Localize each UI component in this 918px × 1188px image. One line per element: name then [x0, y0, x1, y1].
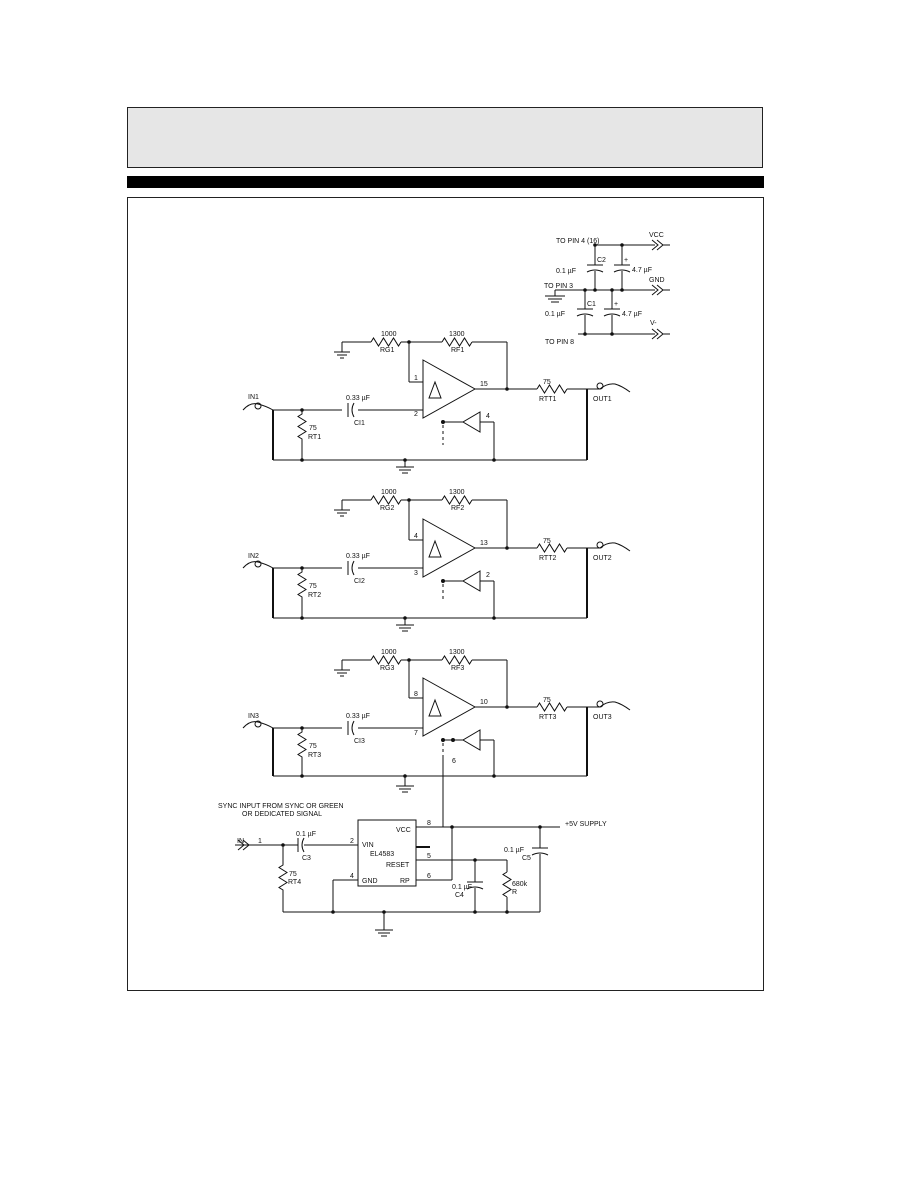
- ch1-ro-value: 75: [543, 379, 551, 386]
- supply-pin3-label: TO PIN 3: [544, 283, 573, 290]
- supply-section: [545, 239, 670, 340]
- ch3-rg-value: 1000: [381, 649, 397, 656]
- ch1-rt-value: 75: [309, 425, 317, 432]
- sync-pin-rp: 6: [427, 873, 431, 880]
- ch1-in-label: IN1: [248, 394, 259, 401]
- sync-in-label: IN: [237, 838, 244, 845]
- ch2-ro-value: 75: [543, 538, 551, 545]
- sync-pin-reset: 5: [427, 853, 431, 860]
- ch1-pin-out: 15: [480, 381, 488, 388]
- sync-pin-gnd: 4: [350, 873, 354, 880]
- channel-3: [242, 655, 631, 793]
- ch1-rg-value: 1000: [381, 331, 397, 338]
- ch2-pin-inv: 4: [414, 533, 418, 540]
- sync-ic-vin: VIN: [362, 842, 374, 849]
- ch3-ro-ref: RTT3: [539, 714, 556, 721]
- supply-plus-mark-bottom: +: [614, 301, 618, 308]
- ch3-cap-value: 0.33 µF: [346, 713, 370, 720]
- sync-r-ref: R: [512, 889, 517, 896]
- ch1-pin-inv: 1: [414, 375, 418, 382]
- supply-c2-ref: C2: [597, 257, 606, 264]
- sync-ic-name: EL4583: [370, 851, 394, 858]
- sync-ic-reset: RESET: [386, 862, 410, 869]
- ch3-in-label: IN3: [248, 713, 259, 720]
- ch1-pin-ctl: 4: [486, 413, 490, 420]
- supply-vneg-label: V-: [650, 320, 657, 327]
- ch3-pin-out: 10: [480, 699, 488, 706]
- ch2-out-label: OUT2: [593, 555, 612, 562]
- supply-c1-elec-value: 4.7 µF: [622, 311, 642, 318]
- ch1-cap-ref: CI1: [354, 420, 365, 427]
- sync-cap-value: 0.1 µF: [296, 831, 316, 838]
- supply-plus-mark-top: +: [624, 257, 628, 264]
- ch3-pin-noninv: 7: [414, 730, 418, 737]
- ch2-rg-ref: RG2: [380, 505, 395, 512]
- supply-c2-value: 0.1 µF: [556, 268, 576, 275]
- supply-c1-value: 0.1 µF: [545, 311, 565, 318]
- ch3-rg-ref: RG3: [380, 665, 395, 672]
- sync-pin-vcc: 8: [427, 820, 431, 827]
- header-bar: [127, 176, 764, 188]
- ch2-rt-value: 75: [309, 583, 317, 590]
- ch3-out-label: OUT3: [593, 714, 612, 721]
- ch3-rt-value: 75: [309, 743, 317, 750]
- supply-pin4-label: TO PIN 4 (16): [556, 238, 599, 245]
- ch1-rg-ref: RG1: [380, 347, 395, 354]
- ch3-rf-ref: RF3: [451, 665, 464, 672]
- sync-c5-ref: C5: [522, 855, 531, 862]
- supply-c1-ref: C1: [587, 301, 596, 308]
- ch1-out-label: OUT1: [593, 396, 612, 403]
- channel-1: [242, 337, 631, 474]
- sync-r-value: 680k: [512, 881, 528, 888]
- sync-note-line2: OR DEDICATED SIGNAL: [242, 811, 322, 818]
- sync-pin-vin: 2: [350, 838, 354, 845]
- ch1-ro-ref: RTT1: [539, 396, 556, 403]
- sync-rt-value: 75: [289, 871, 297, 878]
- sync-note-line1: SYNC INPUT FROM SYNC OR GREEN: [218, 803, 344, 810]
- supply-gnd-label: GND: [649, 277, 665, 284]
- ch3-rf-value: 1300: [449, 649, 465, 656]
- sync-c5-value: 0.1 µF: [504, 847, 524, 854]
- sync-ic-gnd: GND: [362, 878, 378, 885]
- ch1-pin-noninv: 2: [414, 411, 418, 418]
- header-box: [127, 107, 763, 168]
- ch2-rf-ref: RF2: [451, 505, 464, 512]
- sync-c4-value: 0.1 µF: [452, 884, 472, 891]
- sync-c4-ref: C4: [455, 892, 464, 899]
- ch3-pin-inv: 8: [414, 691, 418, 698]
- ch2-ro-ref: RTT2: [539, 555, 556, 562]
- sync-supply-label: +5V SUPPLY: [565, 821, 607, 828]
- ch3-ro-value: 75: [543, 697, 551, 704]
- ch2-pin-noninv: 3: [414, 570, 418, 577]
- ch1-rf-ref: RF1: [451, 347, 464, 354]
- ch2-cap-ref: CI2: [354, 578, 365, 585]
- sync-section: [235, 758, 560, 937]
- ch3-pin-ctl: 6: [452, 758, 456, 765]
- supply-pin8-label: TO PIN 8: [545, 339, 574, 346]
- ch2-in-label: IN2: [248, 553, 259, 560]
- ch2-rt-ref: RT2: [308, 592, 321, 599]
- sync-rt-ref: RT4: [288, 879, 301, 886]
- ch2-pin-out: 13: [480, 540, 488, 547]
- ch3-rt-ref: RT3: [308, 752, 321, 759]
- ch2-rf-value: 1300: [449, 489, 465, 496]
- ch1-rt-ref: RT1: [308, 434, 321, 441]
- ch2-rg-value: 1000: [381, 489, 397, 496]
- sync-ic-rp: RP: [400, 878, 410, 885]
- ch3-cap-ref: CI3: [354, 738, 365, 745]
- sync-cap-ref: C3: [302, 855, 311, 862]
- ch2-pin-ctl: 2: [486, 572, 490, 579]
- ch1-rf-value: 1300: [449, 331, 465, 338]
- sync-ic-vcc: VCC: [396, 827, 411, 834]
- channel-2: [242, 495, 631, 632]
- supply-vcc-label: VCC: [649, 232, 664, 239]
- sync-in-pin: 1: [258, 838, 262, 845]
- ch1-cap-value: 0.33 µF: [346, 395, 370, 402]
- ch2-cap-value: 0.33 µF: [346, 553, 370, 560]
- supply-c2-elec-value: 4.7 µF: [632, 267, 652, 274]
